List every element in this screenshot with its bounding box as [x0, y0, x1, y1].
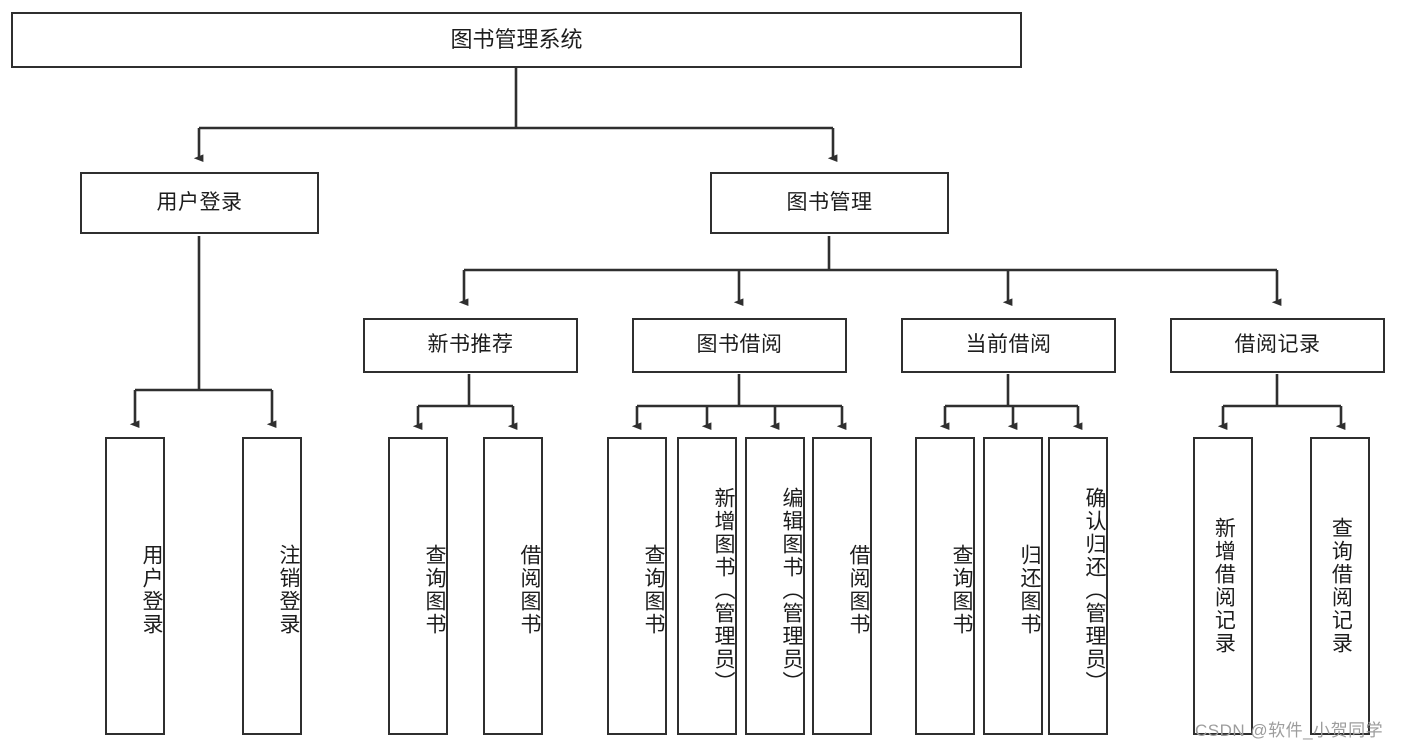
node-label: 查询图书: [423, 544, 446, 636]
node-label: 借阅图书: [518, 544, 541, 636]
node-book-manage[interactable]: 图书管理: [710, 172, 949, 234]
node-current-borrow[interactable]: 当前借阅: [901, 318, 1116, 373]
node-label: 新增借阅记录: [1212, 517, 1236, 655]
node-label: 图书管理系统: [450, 27, 583, 53]
node-label: 借阅图书: [847, 544, 870, 636]
node-label: 当前借阅: [965, 333, 1052, 357]
leaf-query-book-2[interactable]: 查询图书: [607, 437, 667, 735]
node-label: 注销登录: [277, 544, 300, 636]
node-label: 查询图书: [642, 544, 665, 636]
node-label: 归还图书: [1018, 544, 1041, 636]
leaf-user-login[interactable]: 用户登录: [105, 437, 165, 735]
csdn-watermark: CSDN @软件_小贺同学: [1195, 721, 1384, 740]
leaf-query-book-3[interactable]: 查询图书: [915, 437, 975, 735]
node-borrow-record[interactable]: 借阅记录: [1170, 318, 1385, 373]
node-label: 用户登录: [156, 190, 243, 214]
leaf-return-book[interactable]: 归还图书: [983, 437, 1043, 735]
node-label: 新增图书（管理员）: [712, 486, 735, 694]
node-label: 图书管理: [786, 190, 873, 214]
leaf-borrow-book-1[interactable]: 借阅图书: [483, 437, 543, 735]
node-label: 新书推荐: [427, 333, 514, 357]
node-user-login[interactable]: 用户登录: [80, 172, 319, 234]
leaf-edit-book[interactable]: 编辑图书（管理员）: [745, 437, 805, 735]
leaf-add-record[interactable]: 新增借阅记录: [1193, 437, 1253, 735]
leaf-confirm-return[interactable]: 确认归还（管理员）: [1048, 437, 1108, 735]
node-label: 用户登录: [140, 544, 163, 636]
leaf-logout-login[interactable]: 注销登录: [242, 437, 302, 735]
leaf-add-book[interactable]: 新增图书（管理员）: [677, 437, 737, 735]
node-label: 编辑图书（管理员）: [780, 486, 803, 694]
leaf-query-record[interactable]: 查询借阅记录: [1310, 437, 1370, 735]
node-label: 图书借阅: [696, 333, 783, 357]
node-new-book-recommend[interactable]: 新书推荐: [363, 318, 578, 373]
node-label: 借阅记录: [1234, 333, 1321, 357]
node-label: 确认归还（管理员）: [1083, 486, 1106, 694]
leaf-borrow-book-2[interactable]: 借阅图书: [812, 437, 872, 735]
node-label: 查询借阅记录: [1329, 517, 1353, 655]
node-root-system[interactable]: 图书管理系统: [11, 12, 1022, 68]
node-label: 查询图书: [950, 544, 973, 636]
node-book-borrow[interactable]: 图书借阅: [632, 318, 847, 373]
leaf-query-book-1[interactable]: 查询图书: [388, 437, 448, 735]
